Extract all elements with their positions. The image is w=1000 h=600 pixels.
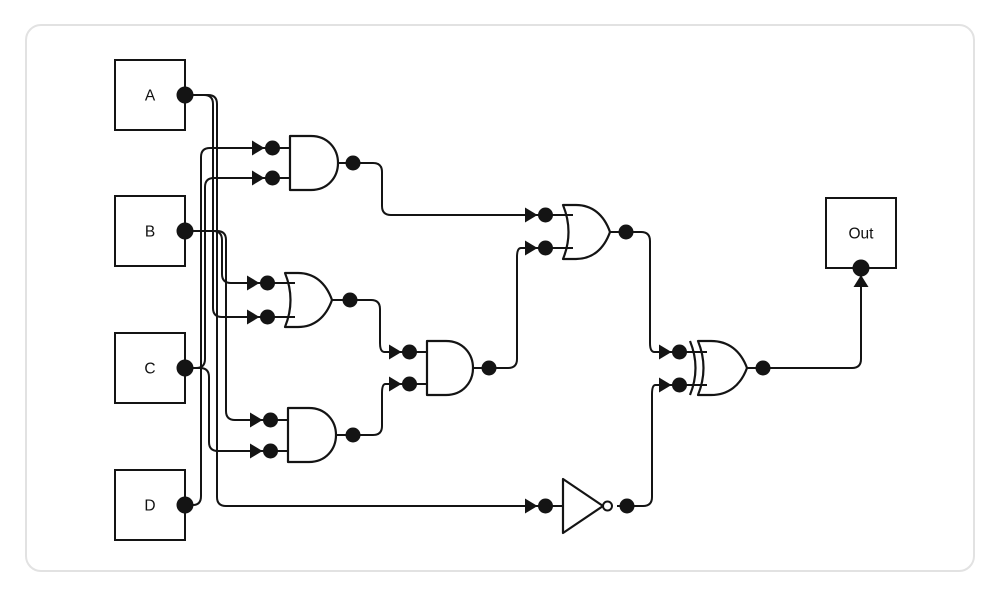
input-port-or1-in2[interactable]: [260, 309, 275, 325]
input-port-xor1-in2[interactable]: [672, 377, 687, 393]
input-port-xor1-in1[interactable]: [672, 344, 687, 360]
port-a[interactable]: [176, 86, 194, 104]
input-node-b[interactable]: [114, 195, 186, 267]
port-c[interactable]: [176, 359, 194, 377]
wire-arrow-icon: [659, 344, 672, 360]
node-label-d: D: [144, 498, 155, 515]
wire-not1-xor1.in2[interactable]: [627, 384, 659, 507]
input-port-and2-in2[interactable]: [263, 443, 278, 459]
output-port-and1[interactable]: [345, 155, 361, 171]
input-port-and1-in2[interactable]: [265, 170, 280, 186]
wire-arrow-icon: [252, 170, 265, 186]
wire-c-and2.in2[interactable]: [185, 367, 250, 452]
wire-arrow-icon: [389, 344, 402, 360]
wire-arrow-icon: [247, 275, 260, 291]
output-port-or2[interactable]: [618, 224, 634, 240]
and-gate-body: [286, 406, 338, 464]
or-gate-body: [283, 271, 334, 329]
wire-b-and2.in1[interactable]: [185, 230, 250, 421]
port-b[interactable]: [176, 222, 194, 240]
gate-or2[interactable]: [561, 203, 612, 261]
node-label-a: A: [145, 88, 156, 105]
wire-or2-xor1.in1[interactable]: [626, 231, 659, 353]
input-port-or2-in2[interactable]: [538, 240, 553, 256]
gate-and3[interactable]: [425, 339, 475, 397]
wire-arrow-icon: [250, 412, 263, 428]
and-gate-body: [288, 134, 340, 192]
input-node-c[interactable]: [114, 332, 186, 404]
wire-arrow-icon: [659, 377, 672, 393]
and-gate-body: [425, 339, 475, 397]
gate-not1[interactable]: [561, 477, 613, 535]
output-node-out[interactable]: [825, 197, 897, 269]
wire-and2-and3.in2[interactable]: [353, 383, 389, 436]
output-port-xor1[interactable]: [755, 360, 771, 376]
wire-arrow-icon: [525, 207, 538, 223]
input-node-a[interactable]: [114, 59, 186, 131]
wire-arrow-icon: [247, 309, 260, 325]
gate-and2[interactable]: [286, 406, 338, 464]
node-label-out: Out: [849, 226, 875, 243]
node-label-c: C: [144, 361, 155, 378]
not-gate-body: [561, 477, 605, 535]
input-port-and3-in1[interactable]: [402, 344, 417, 360]
wire-arrow-icon: [250, 443, 263, 459]
port-out[interactable]: [852, 259, 870, 277]
output-port-and3[interactable]: [481, 360, 497, 376]
wire-and3-or2.in2[interactable]: [489, 247, 525, 369]
xor-gate-body: [696, 339, 749, 397]
gate-or1[interactable]: [283, 271, 334, 329]
gate-and1[interactable]: [288, 134, 340, 192]
input-port-not1-in1[interactable]: [538, 498, 553, 514]
input-port-and2-in1[interactable]: [263, 412, 278, 428]
wire-d-and1.in1[interactable]: [185, 147, 252, 506]
or-gate-body: [561, 203, 612, 261]
port-d[interactable]: [176, 496, 194, 514]
input-port-and3-in2[interactable]: [402, 376, 417, 392]
wire-arrow-icon: [252, 140, 265, 156]
xor-back-arc: [688, 340, 697, 396]
wire-arrow-icon: [389, 376, 402, 392]
wire-c-and1.in2[interactable]: [185, 177, 252, 369]
node-label-b: B: [145, 224, 155, 241]
wire-arrow-icon: [525, 240, 538, 256]
inverter-bubble: [602, 500, 613, 512]
wire-and1-or2.in1[interactable]: [353, 162, 525, 216]
wire-arrow-icon: [853, 275, 869, 287]
input-port-and1-in1[interactable]: [265, 140, 280, 156]
input-port-or1-in1[interactable]: [260, 275, 275, 291]
wire-xor1-out[interactable]: [763, 287, 862, 369]
output-port-and2[interactable]: [345, 427, 361, 443]
output-port-not1[interactable]: [619, 498, 635, 514]
wire-a-not1.in[interactable]: [185, 94, 525, 507]
input-port-or2-in1[interactable]: [538, 207, 553, 223]
gate-xor1[interactable]: [688, 339, 749, 397]
wire-arrow-icon: [525, 498, 538, 514]
wire-or1-and3.in1[interactable]: [350, 299, 389, 353]
output-port-or1[interactable]: [342, 292, 358, 308]
